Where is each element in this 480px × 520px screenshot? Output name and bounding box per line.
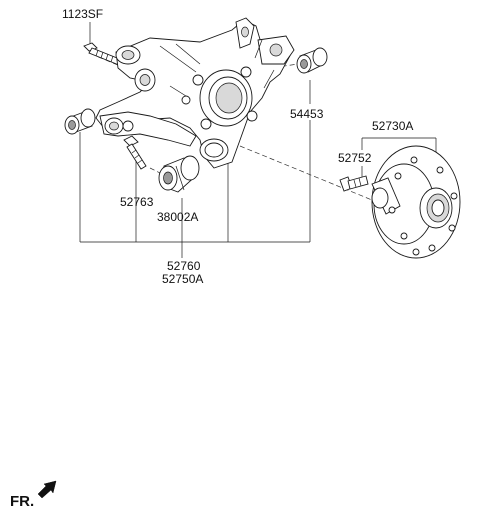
- bushing-54453: [296, 47, 328, 74]
- bushing-38002a: [158, 155, 200, 193]
- label-38002a: 38002A: [157, 210, 198, 224]
- label-1123sf: 1123SF: [62, 7, 103, 21]
- label-52760: 52760: [167, 259, 201, 273]
- label-52752: 52752: [338, 151, 372, 165]
- label-52750a: 52750A: [162, 272, 203, 286]
- fr-arrow-icon: [37, 480, 57, 499]
- hub-bolt-52752: [339, 175, 369, 192]
- front-direction-indicator: FR.: [10, 480, 57, 510]
- fr-label: FR.: [10, 493, 34, 510]
- label-52730a: 52730A: [372, 119, 413, 133]
- label-54453: 54453: [290, 107, 324, 121]
- bushing-left: [64, 108, 96, 135]
- label-52763: 52763: [120, 195, 154, 209]
- hub-assembly-52730a: [371, 145, 461, 259]
- bolt-1123sf: [83, 42, 123, 66]
- rear-knuckle: [95, 17, 295, 169]
- bolt-52763: [123, 135, 147, 170]
